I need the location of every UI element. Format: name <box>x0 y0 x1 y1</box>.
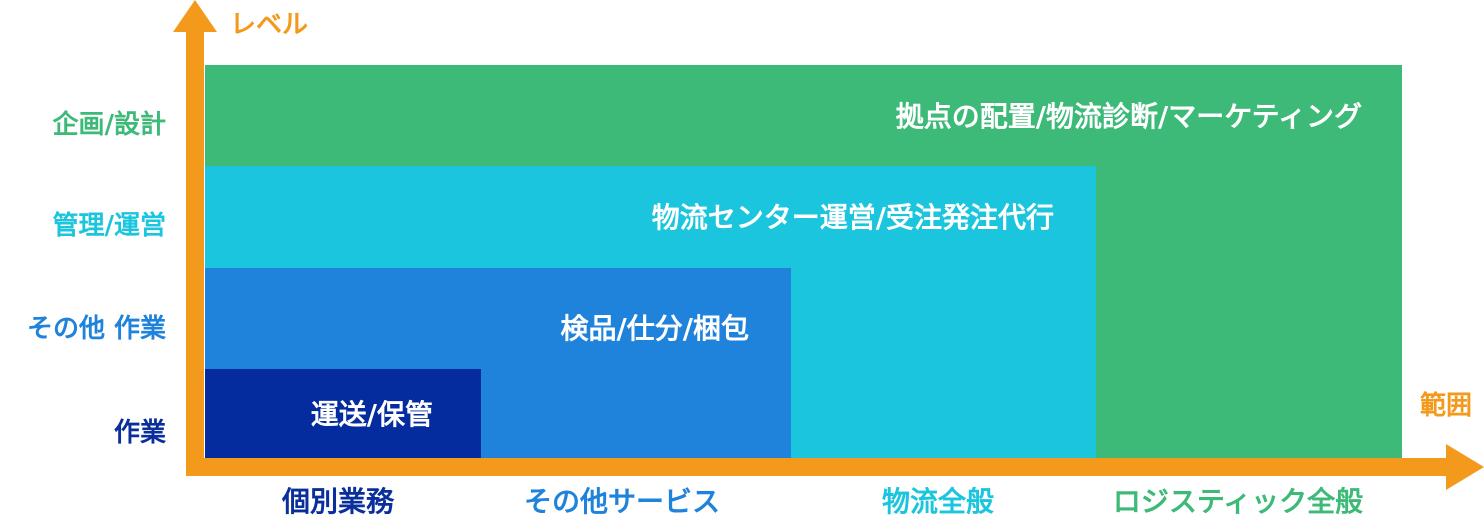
level-label-work: 作業 <box>113 418 166 448</box>
x-axis-line <box>186 458 1448 476</box>
scope-label-logistics-general: 物流全般 <box>881 485 995 518</box>
block-label-management-operation: 物流センター運営/受注発注代行 <box>651 201 1054 234</box>
block-label-planning-design: 拠点の配置/物流診断/マーケティング <box>895 100 1362 133</box>
scope-label-other-services: その他サービス <box>523 485 721 518</box>
y-axis-line <box>186 26 204 476</box>
scope-label-logistic-general: ロジスティック全般 <box>1112 485 1364 518</box>
block-label-other-work: 検品/仕分/梱包 <box>560 312 749 345</box>
y-axis-title: レベル <box>230 10 309 40</box>
y-axis-arrow-icon <box>173 0 217 32</box>
scope-label-individual: 個別業務 <box>281 485 395 518</box>
level-label-management-operation: 管理/運営 <box>52 211 167 241</box>
block-work: 運送/保管 <box>205 369 481 460</box>
block-label-work: 運送/保管 <box>310 398 433 431</box>
level-label-other-work: その他 作業 <box>26 314 166 344</box>
x-axis-arrow-icon <box>1446 444 1484 490</box>
x-axis-title: 範囲 <box>1420 391 1473 421</box>
level-label-planning-design: 企画/設計 <box>52 110 167 140</box>
